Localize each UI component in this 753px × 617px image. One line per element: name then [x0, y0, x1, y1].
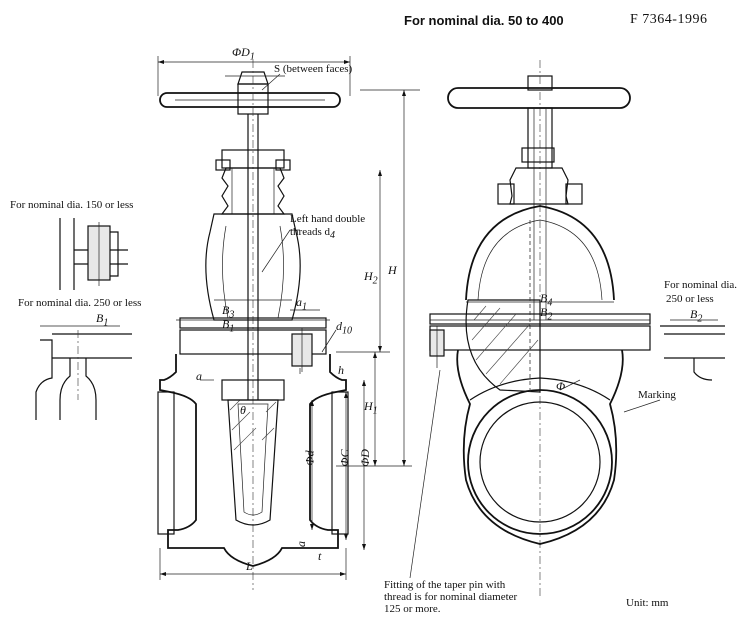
dim-D1: ΦD1 [232, 45, 255, 63]
dim-C: ΦC [337, 449, 352, 467]
dim-d: Φd [302, 450, 317, 466]
label-dia250-left: For nominal dia. 250 or less [18, 297, 142, 309]
detail-views [35, 218, 132, 420]
dim-theta: θ [240, 403, 246, 417]
dim-h: h [338, 363, 344, 377]
label-dia250-right-1: For nominal dia. [664, 279, 738, 291]
label-threads-2: threads d4 [290, 226, 336, 242]
dim-B2: B2 [540, 305, 553, 323]
handwheel-left [159, 92, 341, 108]
dim-H1: H2 [364, 269, 378, 287]
dim-a1: a1 [296, 295, 307, 313]
dim-H2: H1 [364, 399, 378, 417]
footnote-line-1: Fitting of the taper pin with [384, 579, 506, 591]
dim-t: t [318, 549, 322, 563]
dim-B4: B4 [540, 291, 553, 309]
label-marking: Marking [638, 389, 676, 401]
dim-B3: B3 [222, 303, 235, 321]
header-title: For nominal dia. 50 to 400 [404, 13, 564, 28]
footnote-line-3: 125 or more. [384, 603, 441, 615]
dim-B2-right: B2 [690, 307, 703, 325]
side-view [409, 60, 725, 596]
label-threads-1: Left hand double [290, 213, 366, 225]
dim-B1: B1 [222, 317, 235, 335]
label-between-faces: S (between faces) [274, 63, 353, 75]
unit-label: Unit: mm [626, 597, 669, 609]
label-dia250-right-2: 250 or less [666, 293, 714, 305]
dim-d10: d10 [336, 319, 352, 337]
footnote-line-2: thread is for nominal diameter [384, 591, 518, 603]
dim-B1-left: B1 [96, 311, 109, 329]
front-view [157, 56, 420, 590]
dim-a: a [196, 369, 202, 383]
standard-number: F 7364-1996 [630, 12, 708, 27]
dim-D: ΦD [357, 449, 372, 467]
handwheel-right [447, 87, 631, 109]
dim-a-bottom: a [294, 541, 308, 547]
label-dia150: For nominal dia. 150 or less [10, 199, 134, 211]
dim-phi: Φ [556, 379, 566, 393]
dim-H: H [388, 263, 397, 277]
dim-L: L [246, 559, 253, 573]
